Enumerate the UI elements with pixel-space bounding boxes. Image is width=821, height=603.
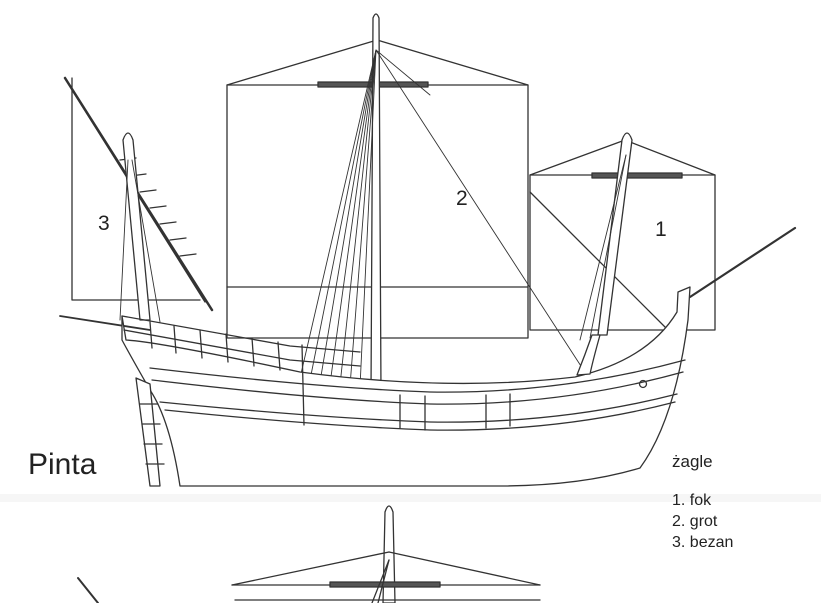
legend-item-bezan: 3. bezan bbox=[672, 534, 734, 551]
lower-ship-partial bbox=[77, 505, 541, 603]
sail-marker-3: 3 bbox=[98, 212, 110, 235]
rigging bbox=[59, 49, 797, 388]
sail-marker-1: 1 bbox=[655, 218, 667, 241]
ship-title: Pinta bbox=[28, 448, 97, 481]
separator-band bbox=[0, 494, 821, 502]
rudder bbox=[135, 377, 165, 487]
legend-list: 1. fok 2. grot 3. bezan bbox=[672, 490, 733, 553]
legend-item-grot: 2. grot bbox=[672, 513, 718, 530]
fore-sail bbox=[529, 139, 716, 331]
legend-item-fok: 1. fok bbox=[672, 492, 712, 509]
sail-legend: żagle 1. fok 2. grot 3. bezan bbox=[672, 452, 733, 553]
masts bbox=[122, 13, 633, 393]
hull bbox=[121, 286, 691, 487]
legend-heading: żagle bbox=[672, 452, 713, 471]
sail-marker-2: 2 bbox=[456, 187, 468, 210]
